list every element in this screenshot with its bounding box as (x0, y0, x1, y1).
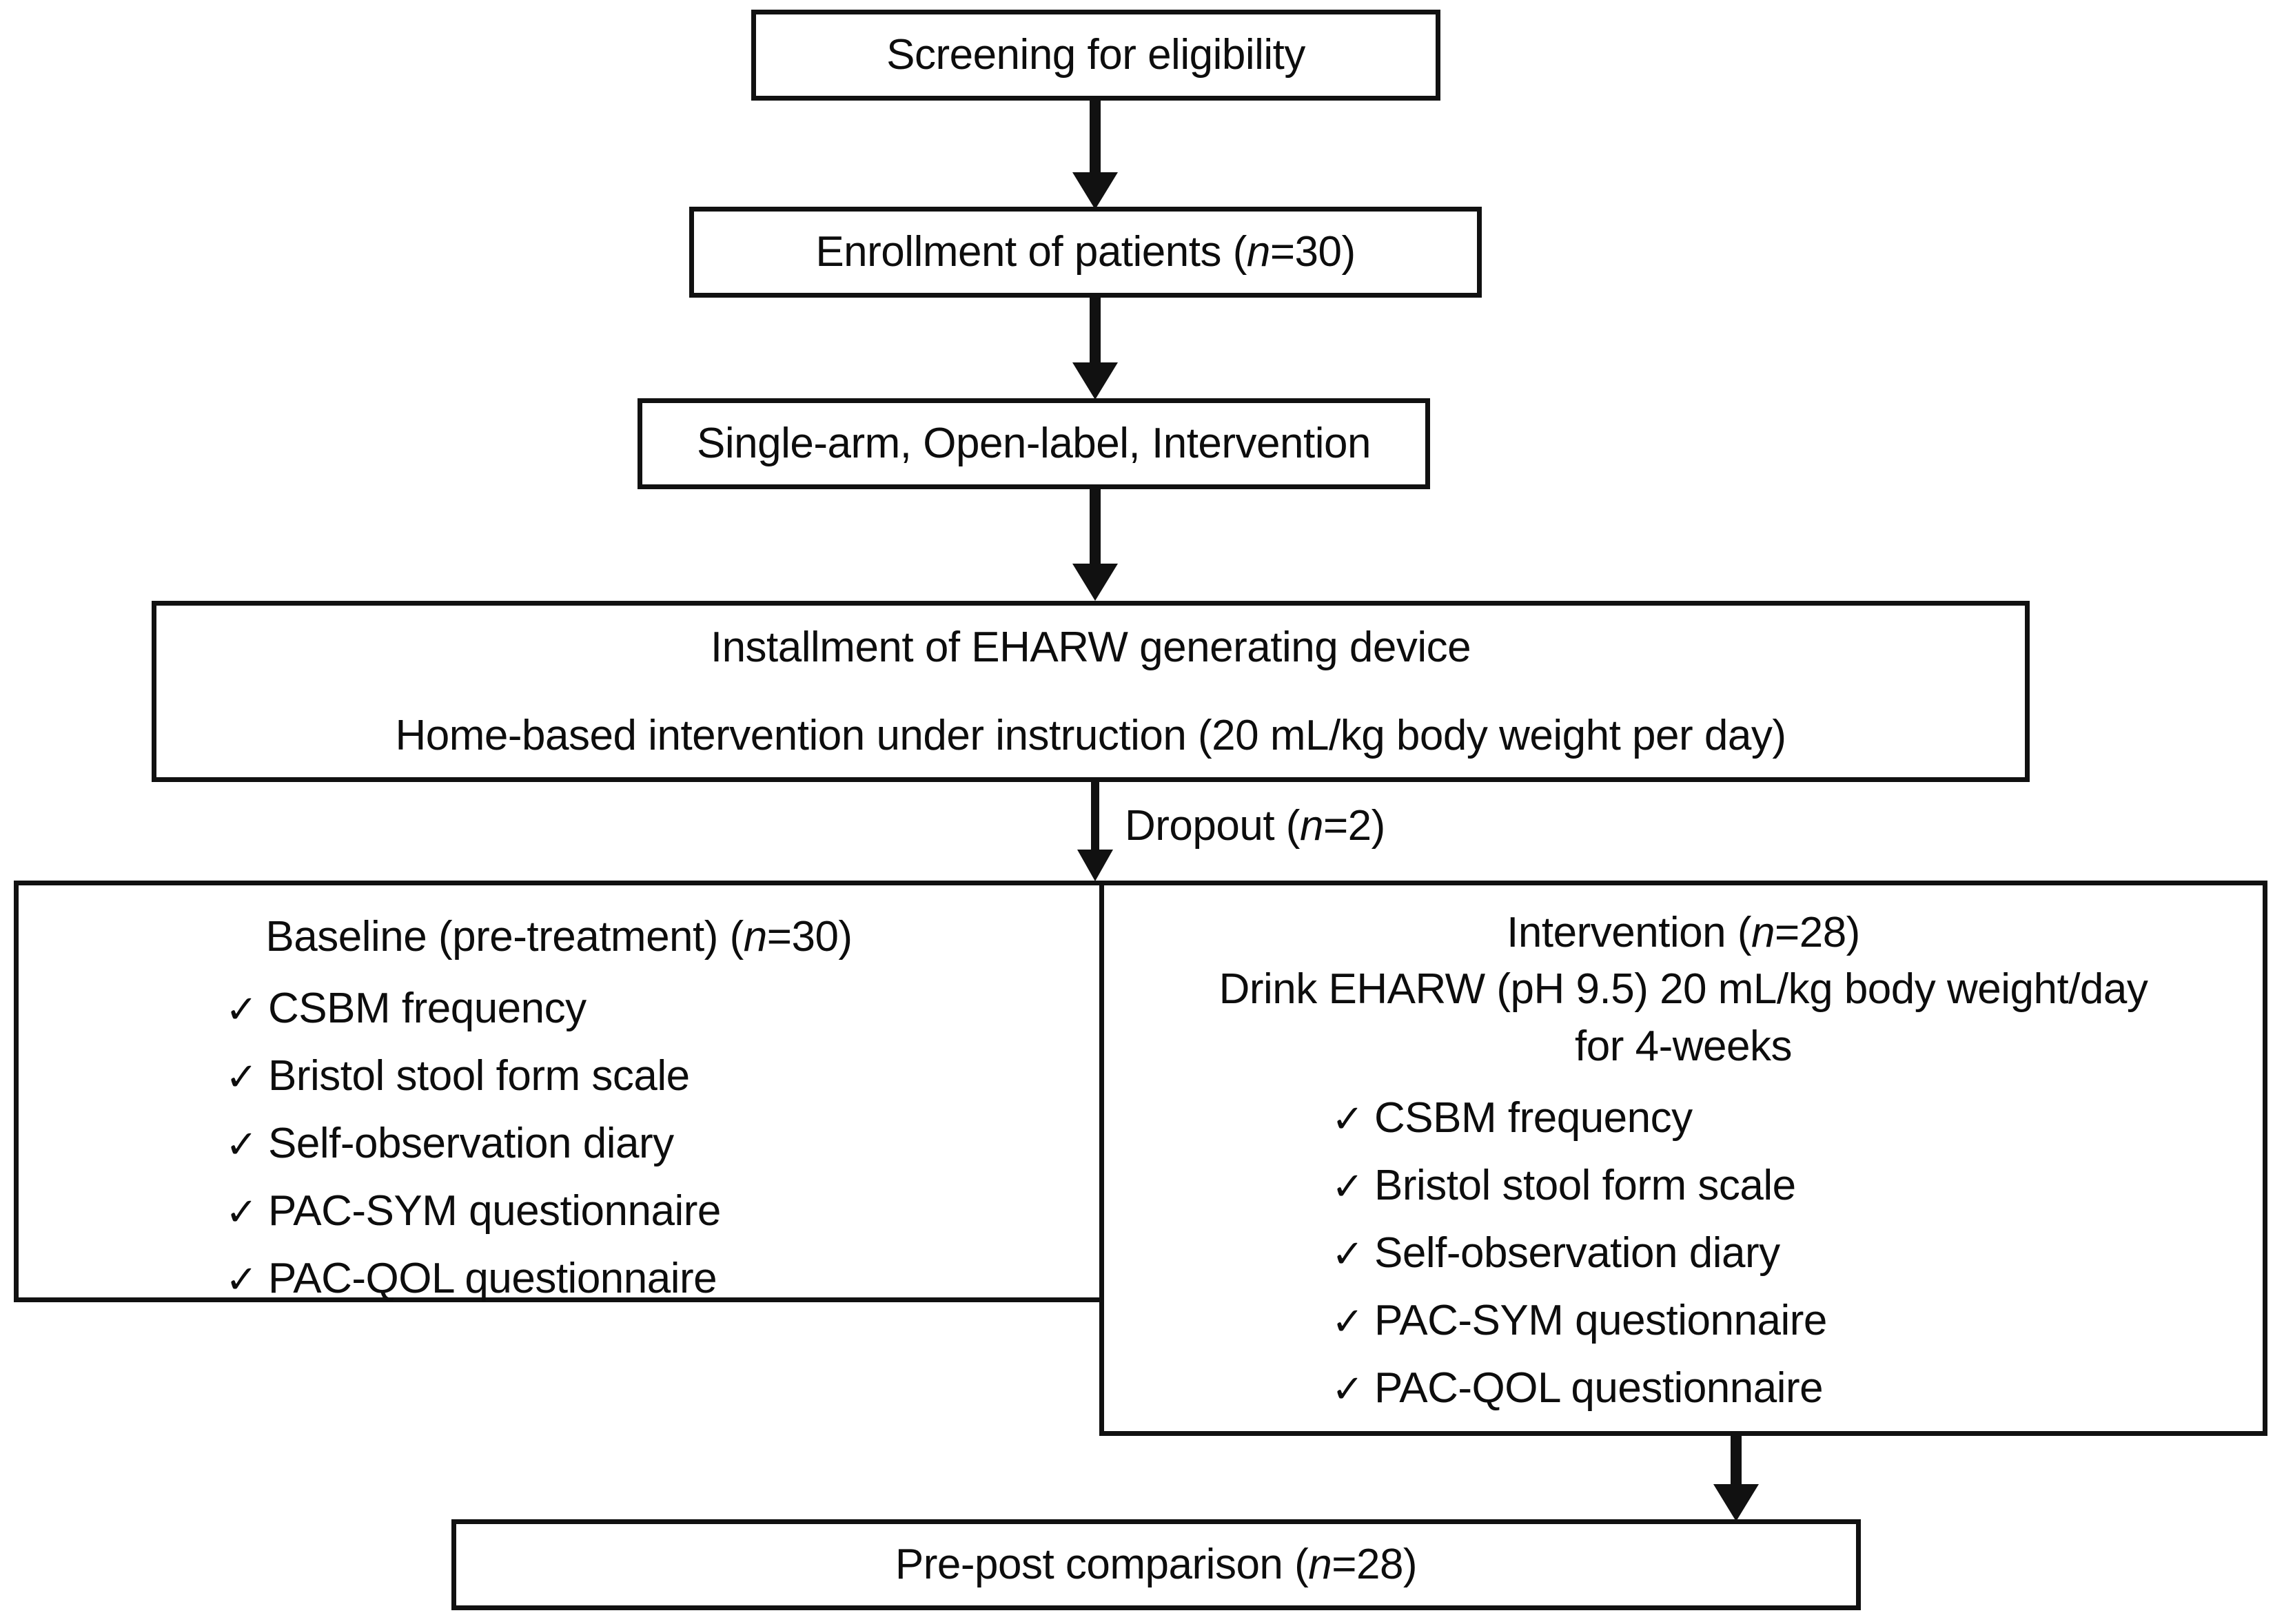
list-item-label: PAC-SYM questionnaire (1374, 1297, 1827, 1345)
list-item-label: PAC-QOL questionnaire (268, 1255, 717, 1303)
arrow-shaft (1090, 298, 1101, 367)
arrow-intervention-to-comparison (1713, 1436, 1759, 1522)
node-intervention-heading: Intervention (n=28) (1104, 907, 2263, 958)
intervention-checklist: ✓ CSBM frequency ✓ Bristol stool form sc… (1332, 1097, 2263, 1410)
check-icon: ✓ (225, 987, 258, 1031)
node-enrollment: Enrollment of patients (n=30) (689, 207, 1482, 298)
node-intervention-line3: for 4-weeks (1575, 1022, 1792, 1070)
check-icon: ✓ (1332, 1164, 1364, 1209)
node-intervention-line2: Drink EHARW (pH 9.5) 20 mL/kg body weigh… (1219, 965, 2148, 1014)
arrow-head (1077, 850, 1113, 881)
list-item-label: CSBM frequency (268, 985, 587, 1033)
node-enrollment-label-n: n (1246, 228, 1270, 276)
list-item: ✓ Self-observation diary (225, 1122, 1099, 1165)
node-baseline-heading: Baseline (pre-treatment) (n=30) (19, 912, 1099, 963)
arrow-head (1072, 362, 1118, 400)
node-baseline: Baseline (pre-treatment) (n=30) ✓ CSBM f… (14, 881, 1104, 1302)
arrow-head (1072, 172, 1118, 209)
list-item: ✓ Self-observation diary (1332, 1232, 2263, 1275)
arrow-shaft (1090, 101, 1101, 176)
node-comparison: Pre-post comparison (n=28) (451, 1519, 1861, 1610)
node-intervention-heading-post: =28) (1775, 909, 1860, 956)
node-intervention-heading-n: n (1751, 909, 1775, 956)
node-comparison-label-pre: Pre-post comparison ( (895, 1541, 1309, 1589)
arrow-design-to-installment (1072, 489, 1118, 605)
node-intervention-heading-pre: Intervention ( (1507, 909, 1752, 956)
node-design-label: Single-arm, Open-label, Intervention (697, 420, 1371, 468)
annotation-dropout: Dropout (n=2) (1125, 805, 1385, 847)
list-item-label: CSBM frequency (1374, 1094, 1693, 1142)
check-icon: ✓ (1332, 1299, 1364, 1344)
arrow-shaft (1090, 489, 1101, 566)
check-icon: ✓ (225, 1190, 258, 1234)
list-item: ✓ PAC-SYM questionnaire (1332, 1299, 2263, 1342)
list-item: ✓ PAC-QOL questionnaire (225, 1257, 1099, 1300)
node-enrollment-label-post: =30) (1270, 228, 1356, 276)
check-icon: ✓ (1332, 1097, 1364, 1141)
node-baseline-heading-pre: Baseline (pre-treatment) ( (265, 913, 744, 960)
list-item-label: Self-observation diary (1374, 1229, 1780, 1277)
list-item-label: Self-observation diary (268, 1120, 674, 1168)
node-comparison-label-post: =28) (1332, 1541, 1418, 1589)
list-item: ✓ Bristol stool form scale (225, 1055, 1099, 1098)
node-baseline-heading-n: n (743, 913, 767, 960)
check-icon: ✓ (1332, 1232, 1364, 1276)
list-item: ✓ CSBM frequency (225, 987, 1099, 1030)
node-comparison-label-n: n (1308, 1541, 1332, 1589)
node-comparison-label: Pre-post comparison (n=28) (895, 1539, 1418, 1590)
arrow-shaft (1091, 782, 1099, 854)
baseline-checklist: ✓ CSBM frequency ✓ Bristol stool form sc… (225, 987, 1099, 1300)
node-installment: Installment of EHARW generating device H… (152, 601, 2030, 782)
node-baseline-heading-post: =30) (766, 913, 853, 960)
node-design: Single-arm, Open-label, Intervention (638, 398, 1430, 489)
list-item: ✓ PAC-QOL questionnaire (1332, 1367, 2263, 1410)
check-icon: ✓ (225, 1055, 258, 1099)
node-screening-label: Screening for eligibility (886, 31, 1305, 79)
node-enrollment-label-pre: Enrollment of patients ( (815, 228, 1247, 276)
annotation-dropout-post: =2) (1323, 802, 1385, 850)
list-item-label: Bristol stool form scale (1374, 1162, 1796, 1210)
list-item: ✓ CSBM frequency (1332, 1097, 2263, 1140)
arrow-screening-to-enrollment (1072, 101, 1118, 211)
list-item-label: PAC-QOL questionnaire (1374, 1364, 1824, 1412)
arrow-installment-to-groups (1072, 782, 1118, 885)
node-enrollment-label: Enrollment of patients (n=30) (815, 227, 1356, 277)
list-item: ✓ Bristol stool form scale (1332, 1164, 2263, 1207)
annotation-dropout-pre: Dropout ( (1125, 802, 1300, 850)
arrow-head (1072, 564, 1118, 601)
arrow-head (1713, 1484, 1759, 1521)
list-item-label: PAC-SYM questionnaire (268, 1187, 721, 1235)
check-icon: ✓ (1332, 1367, 1364, 1411)
arrow-enrollment-to-design (1072, 298, 1118, 401)
list-item-label: Bristol stool form scale (268, 1052, 690, 1100)
check-icon: ✓ (225, 1257, 258, 1302)
node-screening: Screening for eligibility (751, 10, 1440, 101)
node-installment-line2: Home-based intervention under instructio… (395, 711, 1787, 759)
list-item: ✓ PAC-SYM questionnaire (225, 1190, 1099, 1233)
check-icon: ✓ (225, 1122, 258, 1166)
node-installment-line1: Installment of EHARW generating device (710, 624, 1471, 672)
node-intervention: Intervention (n=28) Drink EHARW (pH 9.5)… (1099, 881, 2267, 1436)
annotation-dropout-n: n (1299, 802, 1323, 850)
arrow-shaft (1731, 1436, 1742, 1488)
